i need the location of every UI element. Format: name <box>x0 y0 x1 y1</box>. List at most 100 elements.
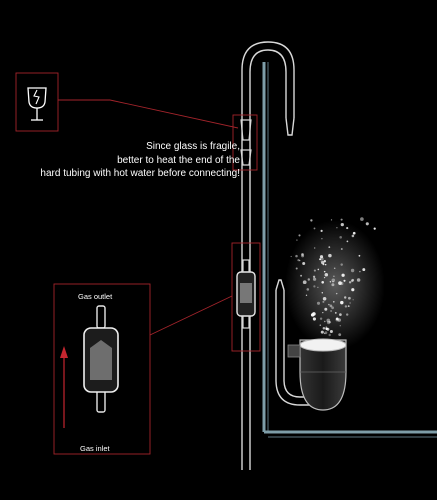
bubble <box>319 324 322 326</box>
bubble <box>327 321 331 325</box>
tube-connector-top <box>240 119 252 166</box>
bubble <box>333 275 335 277</box>
bubble <box>298 234 301 237</box>
bubble <box>322 326 326 330</box>
bubble <box>290 255 292 258</box>
bubble <box>346 240 349 243</box>
bubble <box>340 281 344 286</box>
caption-line-1: Since glass is fragile, <box>146 141 240 152</box>
bubble <box>317 268 320 271</box>
fragile-caption: Since glass is fragile, better to heat t… <box>10 140 240 181</box>
glass-tubing <box>241 41 310 470</box>
bubble <box>323 260 326 263</box>
callout-lines <box>15 72 261 455</box>
bubble <box>348 281 352 284</box>
bubble <box>326 318 331 323</box>
bubble <box>335 292 338 295</box>
bubble <box>339 313 342 316</box>
bubble <box>339 324 342 327</box>
bubble <box>319 317 323 320</box>
bubble <box>359 270 361 273</box>
bubble <box>301 254 305 258</box>
bubble <box>332 281 334 283</box>
gas-outlet-label: Gas outlet <box>78 292 113 301</box>
bubble <box>302 262 306 265</box>
bubble <box>347 305 350 308</box>
bubble <box>338 333 342 337</box>
bubble <box>330 219 333 221</box>
co2-bubbles <box>285 217 385 350</box>
bubble <box>340 300 344 305</box>
bubble <box>300 274 303 277</box>
bubble <box>305 294 308 296</box>
bubble <box>340 248 343 250</box>
bubble <box>352 299 354 301</box>
bubble <box>344 305 348 308</box>
bubble <box>324 320 326 323</box>
bubble <box>320 330 324 334</box>
bubble <box>328 246 331 249</box>
bubble <box>331 283 335 287</box>
bubble <box>362 268 366 272</box>
check-valve-icon <box>83 305 119 413</box>
bubble <box>329 329 333 334</box>
bubble <box>314 247 316 249</box>
bubble <box>346 313 349 316</box>
bubble <box>322 300 325 303</box>
bubble <box>313 227 316 230</box>
bubble <box>329 304 333 308</box>
bubble <box>320 257 324 261</box>
bubble <box>343 279 346 282</box>
bubble <box>351 234 355 238</box>
bubble <box>352 231 356 235</box>
bubble <box>331 306 334 310</box>
bubble <box>333 301 335 303</box>
bubble <box>319 258 322 261</box>
bubble <box>321 261 325 265</box>
bubble <box>307 278 311 281</box>
bubble <box>348 296 351 300</box>
bubble <box>331 278 336 283</box>
bubble <box>312 275 316 278</box>
bubble <box>328 333 331 337</box>
flow-up-arrow-icon <box>60 346 68 428</box>
bubble <box>341 273 345 277</box>
bubble <box>334 312 337 314</box>
bubble <box>329 281 332 283</box>
bubble <box>302 280 307 285</box>
bubble <box>313 285 316 288</box>
bubble <box>324 307 328 311</box>
bubble <box>350 268 355 273</box>
bubble <box>316 301 321 305</box>
bubble <box>330 309 333 313</box>
bubble <box>323 332 326 335</box>
bubble <box>350 279 354 283</box>
bubble <box>295 254 298 258</box>
bubble <box>328 320 332 324</box>
bubble <box>324 263 327 266</box>
bubble <box>295 267 298 270</box>
bubble <box>323 276 326 279</box>
bubble <box>312 277 317 281</box>
bubble <box>296 239 298 241</box>
gas-inlet-label: Gas inlet <box>80 444 110 453</box>
bubble <box>313 269 316 272</box>
bubble <box>310 219 313 222</box>
bubble <box>340 222 344 227</box>
bubble <box>333 267 336 269</box>
bubble <box>328 253 332 258</box>
glass-diffuser <box>287 338 347 411</box>
bubble <box>365 222 369 226</box>
bubble <box>340 218 343 221</box>
bubble <box>323 270 326 273</box>
inline-check-valve <box>236 259 256 329</box>
bubble <box>356 278 361 282</box>
caption-line-3: hard tubing with hot water before connec… <box>40 168 240 179</box>
bubble <box>360 217 364 221</box>
bubble <box>306 288 310 291</box>
bubble <box>349 302 351 304</box>
bubble <box>321 292 323 294</box>
bubble <box>298 259 301 262</box>
bubble <box>322 297 327 301</box>
